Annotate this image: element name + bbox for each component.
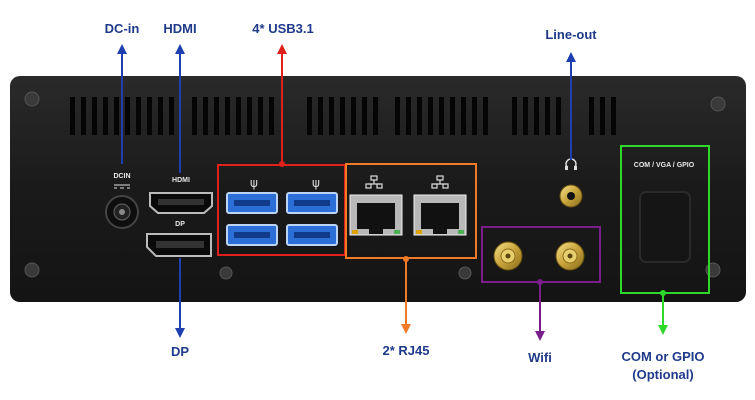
wifi-callout: Wifi: [528, 350, 552, 365]
rj45-ports: [349, 175, 467, 236]
dp-arrow: [175, 258, 185, 338]
dp-callout: DP: [170, 344, 190, 359]
com-callout-line1: COM or GPIO: [621, 349, 705, 364]
com-vga-gpio-silkscreen-label: COM / VGA / GPIO: [633, 162, 695, 169]
hdmi-silkscreen-label: HDMI: [172, 177, 190, 184]
dc-in-port: [105, 184, 139, 229]
usb-arrow: [277, 44, 287, 167]
vent-slots: [70, 97, 616, 135]
dc-in-arrow: [117, 44, 127, 164]
line-out-callout: Line-out: [545, 27, 597, 42]
svg-text:ψ: ψ: [250, 176, 258, 190]
dp-port: [146, 233, 212, 257]
usb-ports: ψ ψ: [226, 176, 338, 246]
wifi-antenna-connectors: [493, 241, 585, 271]
usb-callout: 4* USB3.1: [252, 21, 314, 36]
hdmi-arrow: [175, 44, 185, 173]
com-callout-line2: (Optional): [632, 367, 694, 382]
hdmi-port: [149, 192, 213, 214]
rj45-highlight-box: [345, 163, 477, 259]
dcin-silkscreen-label: DCIN: [113, 173, 131, 180]
com-arrow: [658, 290, 668, 335]
dp-silkscreen-label: DP: [175, 221, 185, 228]
rj45-arrow: [401, 256, 411, 334]
hdmi-callout: HDMI: [163, 21, 197, 36]
dc-in-callout: DC-in: [104, 21, 140, 36]
rj45-callout: 2* RJ45: [382, 343, 430, 358]
com-blank-plate: [639, 191, 691, 263]
line-out-arrow: [566, 52, 576, 160]
svg-text:ψ: ψ: [312, 176, 320, 190]
wifi-arrow: [535, 279, 545, 341]
